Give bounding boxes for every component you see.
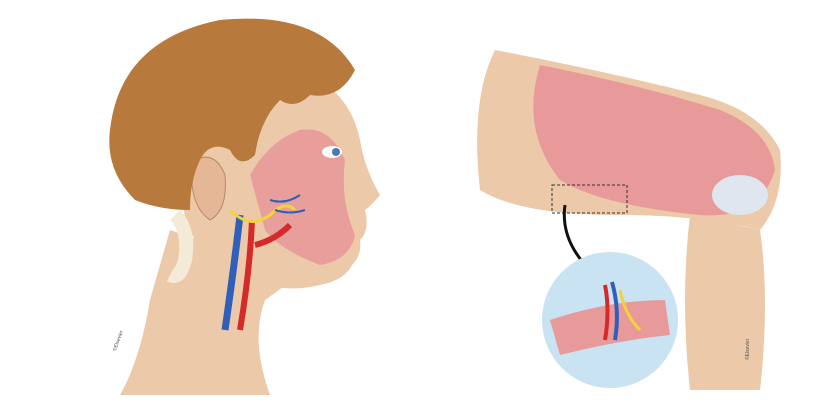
artery xyxy=(237,219,293,331)
nerve xyxy=(228,204,297,223)
vein xyxy=(221,214,244,331)
inset-artery xyxy=(603,284,610,341)
watermark-right: ©Elsevier xyxy=(745,338,751,360)
inset-vein xyxy=(610,281,619,341)
inset-muscle-flap xyxy=(550,300,670,355)
ear xyxy=(191,156,226,221)
facial-muscle xyxy=(250,129,355,265)
inset-nerve xyxy=(618,289,642,332)
head-figure xyxy=(109,18,380,395)
vertebrae xyxy=(166,210,194,283)
flap-vessels xyxy=(269,194,306,214)
forearm xyxy=(685,215,765,390)
arm-figure xyxy=(477,50,781,390)
hair xyxy=(109,18,356,211)
flap-outline xyxy=(551,184,628,214)
iris xyxy=(332,148,340,156)
elbow-tendon xyxy=(712,175,768,215)
arm-muscle xyxy=(533,65,775,216)
